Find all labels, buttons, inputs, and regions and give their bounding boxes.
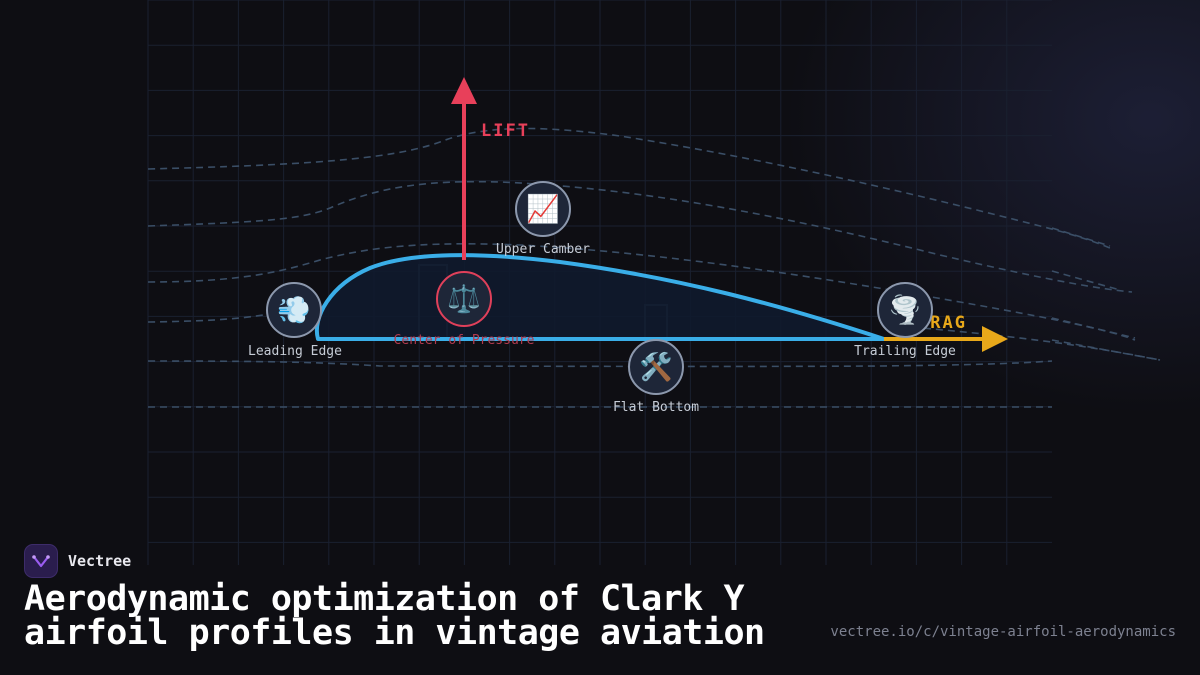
streamline — [147, 127, 1111, 249]
leading-edge-label: Leading Edge — [248, 344, 342, 359]
tornado-icon: 🌪️ — [877, 282, 933, 338]
streamline — [147, 243, 1136, 341]
center-of-pressure-label: Center of Pressure — [393, 333, 535, 348]
wind-icon: 💨 — [266, 282, 322, 338]
upper-camber-label: Upper Camber — [496, 242, 590, 257]
streamline — [1051, 270, 1121, 291]
lift-arrow — [451, 77, 477, 260]
streamline — [1051, 317, 1136, 339]
drag-arrow — [884, 326, 1008, 352]
flat-bottom-label: Flat Bottom — [612, 400, 700, 415]
brand: Vectree — [24, 544, 131, 578]
title-line-1: Aerodynamic optimization of Clark Y — [24, 579, 745, 619]
lift-label: LIFT — [481, 121, 530, 141]
streamline — [1051, 227, 1111, 247]
streamline — [147, 360, 1053, 368]
page-title: Aerodynamic optimization of Clark Y airf… — [24, 579, 824, 653]
tools-icon: 🛠️ — [628, 339, 684, 395]
balance-scale-icon: ⚖️ — [436, 271, 492, 327]
streamline — [1051, 339, 1161, 361]
vectree-logo-icon — [24, 544, 58, 578]
trailing-edge-label: Trailing Edge — [854, 344, 956, 359]
source-url: vectree.io/c/vintage-airfoil-aerodynamic… — [830, 624, 1176, 640]
brand-name: Vectree — [68, 552, 132, 570]
chart-increasing-icon: 📈 — [515, 181, 571, 237]
airfoil-shape — [314, 253, 886, 341]
title-line-2: airfoil profiles in vintage aviation — [24, 613, 765, 653]
